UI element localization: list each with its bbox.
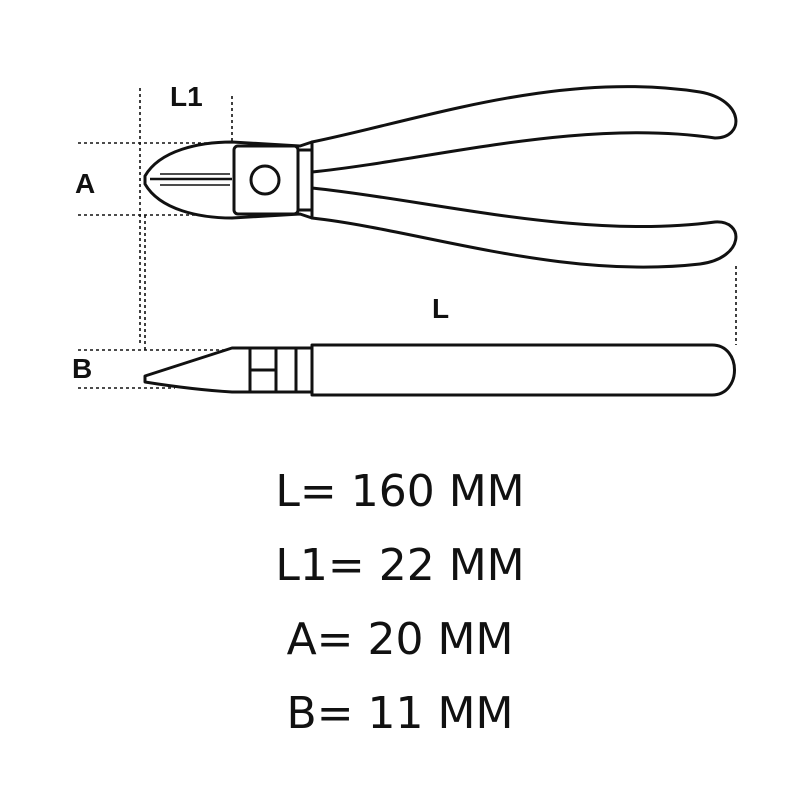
- spec-length: L= 160 MM: [275, 466, 525, 517]
- spec-head-thickness: B= 11 MM: [286, 688, 514, 739]
- pliers-side-view: [143, 343, 736, 397]
- pliers-top-view: [143, 85, 738, 269]
- label-l1: L1: [170, 81, 203, 112]
- label-b: B: [72, 353, 92, 384]
- pliers-dimension-diagram: L1 A L B: [72, 81, 738, 397]
- spec-jaw-length: L1= 22 MM: [275, 540, 525, 591]
- dimension-specs: L= 160 MM L1= 22 MM A= 20 MM B= 11 MM: [0, 455, 800, 751]
- label-a: A: [75, 168, 95, 199]
- label-l: L: [432, 293, 449, 324]
- spec-head-width: A= 20 MM: [286, 614, 514, 665]
